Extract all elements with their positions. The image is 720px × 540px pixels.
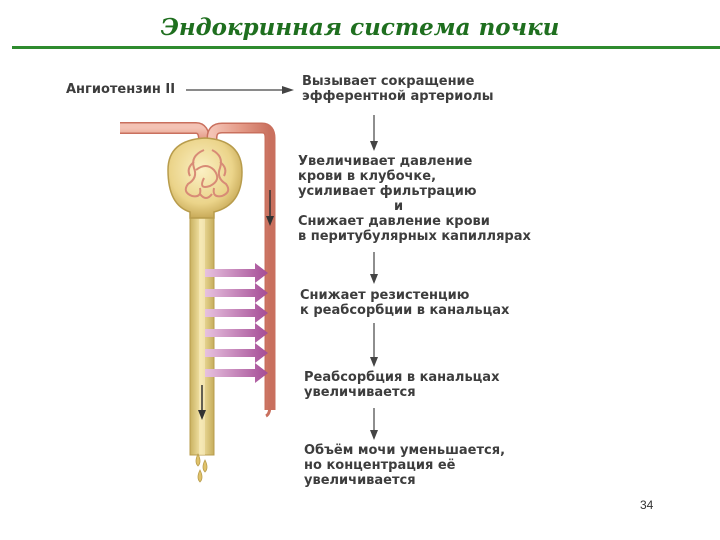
- step-line: усиливает фильтрацию: [298, 184, 477, 199]
- step-urine-volume: Объём мочи уменьшается, но концентрация …: [304, 443, 505, 488]
- flow-down-arrow: [370, 323, 378, 367]
- page-number: 34: [640, 498, 654, 512]
- step-line: Снижает давление крови: [298, 214, 490, 229]
- step-line: и: [394, 199, 404, 214]
- efferent-arteriole: [206, 122, 276, 418]
- step-line: но концентрация её: [304, 458, 456, 473]
- angiotensin-arrow: [186, 86, 294, 94]
- step-resistance: Снижает резистенцию к реабсорбции в кана…: [300, 288, 509, 318]
- flow-arrow-capillary: [266, 190, 274, 226]
- step-line: в перитубулярных капиллярах: [298, 229, 531, 244]
- step-line: эфферентной артериолы: [302, 89, 494, 104]
- step-line: Снижает резистенцию: [300, 288, 470, 303]
- angiotensin-label: Ангиотензин II: [66, 82, 176, 97]
- reabsorption-arrows: [205, 263, 268, 383]
- step-line: увеличивается: [304, 385, 416, 400]
- urine-drops: [195, 453, 208, 483]
- step-efferent-constriction: Вызывает сокращение эфферентной артериол…: [302, 74, 494, 104]
- step-line: Объём мочи уменьшается,: [304, 443, 506, 458]
- step-line: Вызывает сокращение: [302, 74, 475, 89]
- flow-down-arrow: [370, 252, 378, 284]
- step-line: увеличивается: [304, 473, 416, 488]
- title-divider: [12, 46, 720, 49]
- step-reabsorption: Реабсорбция в канальцах увеличивается: [304, 370, 499, 400]
- step-glomerular-pressure: Увеличивает давление крови в клубочке, у…: [298, 154, 531, 244]
- step-line: крови в клубочке,: [298, 169, 437, 184]
- flow-down-arrow: [370, 408, 378, 440]
- step-line: Увеличивает давление: [298, 154, 473, 169]
- step-line: к реабсорбции в канальцах: [300, 303, 510, 318]
- step-line: Реабсорбция в канальцах: [304, 370, 500, 385]
- flow-down-arrow: [370, 115, 378, 151]
- bowman-capsule: [167, 137, 243, 219]
- glomerulus: [184, 149, 230, 199]
- page-title: Эндокринная система почки: [160, 14, 560, 41]
- flow-arrow-tubule: [198, 385, 206, 420]
